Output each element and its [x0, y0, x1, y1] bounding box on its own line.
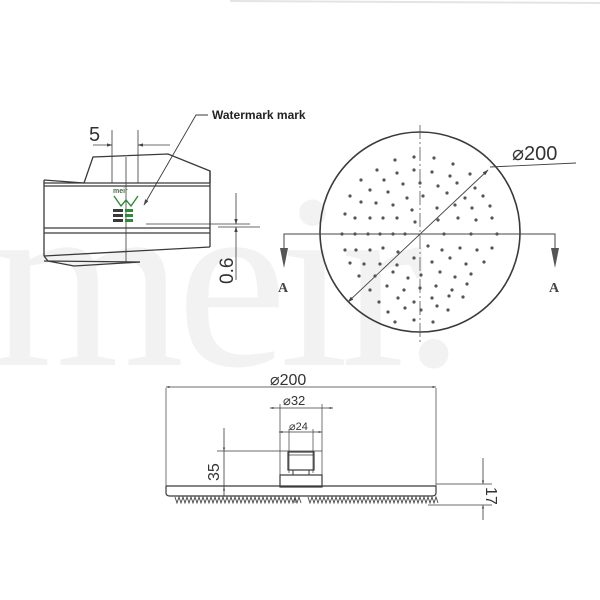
section-arrow-right-icon — [551, 248, 559, 268]
height-dim-label: 35 — [206, 463, 223, 481]
svg-text:meir: meir — [113, 188, 128, 195]
spray-nozzles — [340, 155, 499, 324]
top-view — [280, 125, 577, 345]
top-view-diameter-label: ⌀200 — [512, 143, 557, 165]
outer-connector-diameter-label: ⌀32 — [283, 393, 305, 408]
section-marker-left: A — [278, 281, 289, 296]
plate-thickness-label: 17 — [482, 487, 499, 505]
nozzle-teeth — [174, 495, 439, 505]
watermark-logo-icon: meir — [113, 188, 139, 222]
overall-diameter-label: ⌀200 — [270, 372, 306, 389]
side-detail-view — [43, 114, 260, 280]
dim-width-label: 5 — [89, 124, 100, 146]
section-marker-right: A — [549, 281, 560, 296]
section-arrow-left-icon — [280, 248, 288, 268]
watermark-callout-label: Watermark mark — [212, 108, 306, 122]
dim-depth-label: 0.6 — [217, 258, 238, 284]
front-view — [165, 385, 492, 520]
inner-connector-diameter-label: ⌀24 — [289, 421, 308, 433]
